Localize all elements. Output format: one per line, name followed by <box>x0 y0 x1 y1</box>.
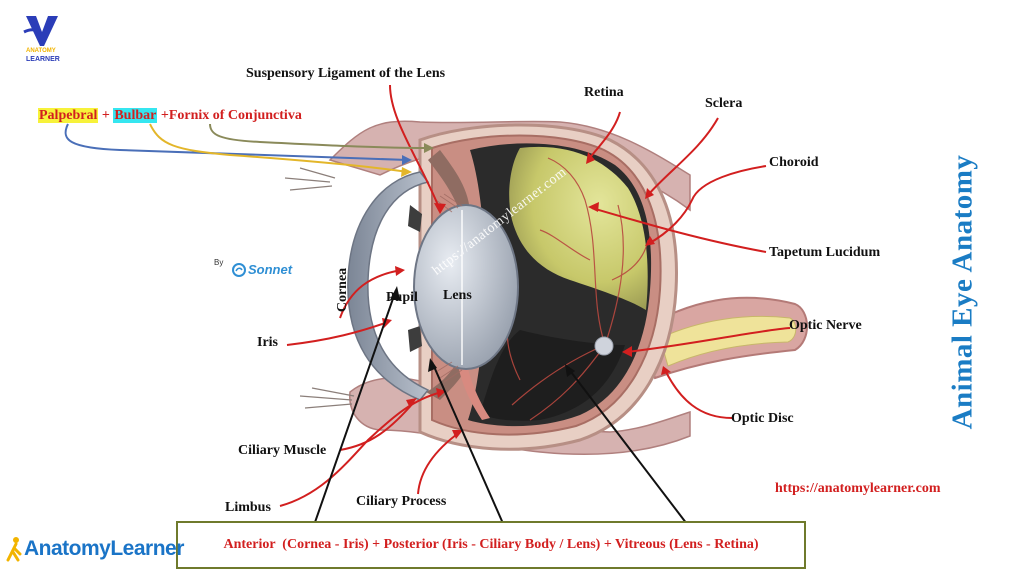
footer-figure-icon <box>6 537 22 562</box>
label-lens: Lens <box>443 288 472 303</box>
label-choroid: Choroid <box>769 155 819 170</box>
anatomy-learner-small-logo: ANATOMY LEARNER <box>22 14 62 66</box>
chambers-text: Anterior (Cornea - Iris) + Posterior (Ir… <box>223 537 759 552</box>
sonnet-swirl-icon <box>232 262 246 277</box>
vitreous-chamber <box>468 143 652 427</box>
label-iris: Iris <box>257 335 278 350</box>
conjunctiva-arrows <box>64 123 431 173</box>
website-link[interactable]: https://anatomylearner.com <box>775 481 941 496</box>
iris-shape <box>408 205 422 352</box>
label-sclera: Sclera <box>705 96 743 111</box>
label-bulbar: Bulbar <box>113 108 158 123</box>
anatomy-learner-footer-logo: AnatomyLearner <box>6 536 184 562</box>
label-conjunctiva: Palpebral + Bulbar +Fornix of Conjunctiv… <box>38 108 302 124</box>
label-retina: Retina <box>584 85 624 100</box>
top-logo-line2: LEARNER <box>26 56 60 63</box>
label-cornea: Cornea <box>335 267 350 313</box>
label-tapetum-lucidum: Tapetum Lucidum <box>769 245 881 260</box>
footer-logo-text: AnatomyLearner <box>24 537 184 560</box>
label-plus: + <box>98 108 114 123</box>
label-optic-nerve: Optic Nerve <box>789 318 862 333</box>
label-suspensory-ligament: Suspensory Ligament of the Lens <box>246 66 446 81</box>
v-logo-icon <box>23 16 58 46</box>
label-limbus: Limbus <box>225 500 271 515</box>
label-palpebral: Palpebral <box>38 108 99 123</box>
red-pointer-arrows <box>279 84 791 507</box>
label-ciliary-process: Ciliary Process <box>356 494 447 509</box>
label-ciliary-muscle: Ciliary Muscle <box>238 443 327 458</box>
black-arrowheads <box>390 286 575 377</box>
label-pupil: Pupil <box>386 290 418 305</box>
page-title-vertical: Animal Eye Anatomy <box>946 154 979 430</box>
label-optic-disc: Optic Disc <box>731 411 794 426</box>
lens-shape <box>413 204 519 370</box>
chambers-box: Anterior (Cornea - Iris) + Posterior (Ir… <box>176 521 806 569</box>
sonnet-logo: Sonnet <box>232 262 292 277</box>
black-pointer-arrows <box>312 289 691 529</box>
top-logo-line1: ANATOMY <box>26 48 56 54</box>
byline-by: By <box>214 258 224 267</box>
label-fornix: +Fornix of Conjunctiva <box>157 108 302 123</box>
sonnet-text: Sonnet <box>248 262 293 277</box>
